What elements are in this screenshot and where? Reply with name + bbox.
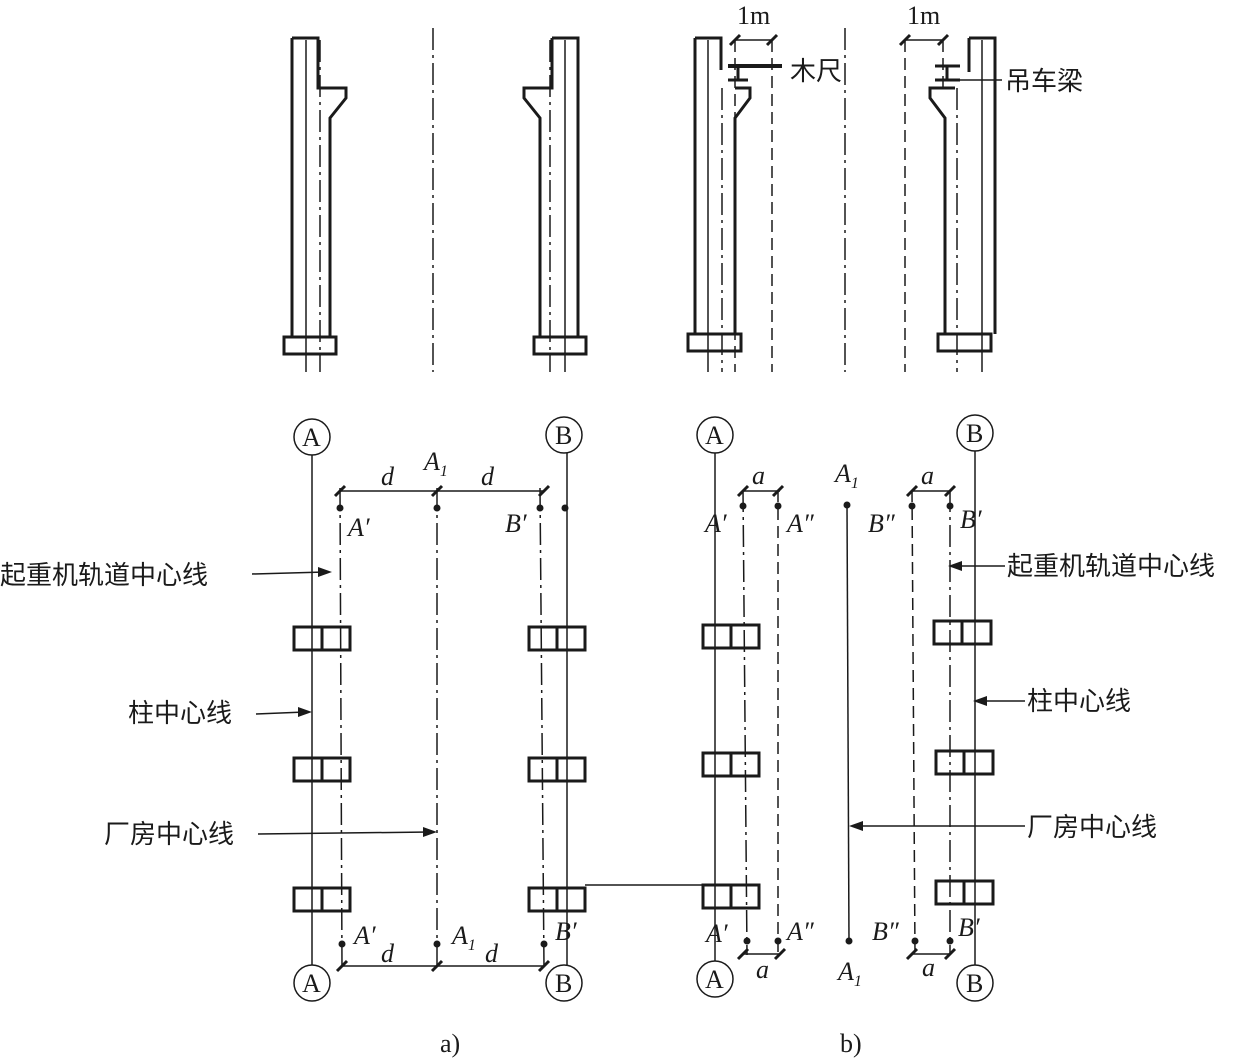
- dim-a-top-right: a: [921, 461, 934, 490]
- point-b-prime-top-b: B′: [960, 505, 982, 534]
- point-b-dprime-top-b: B″: [868, 509, 896, 538]
- dim-a-bottom-left: a: [756, 955, 769, 984]
- crane-beam-label: 吊车梁: [1005, 67, 1083, 97]
- plan-a: [292, 416, 702, 1002]
- plan-b: [696, 414, 995, 1002]
- ruler-dimension-right: 1m: [907, 1, 940, 30]
- axis-b-top-label: B: [555, 421, 572, 450]
- axis-b-top-label-b: B: [966, 419, 983, 448]
- axis-b-bottom-label: B: [555, 969, 572, 998]
- axis-a-bottom-label: A: [302, 969, 321, 998]
- column-centerline-label-right: 柱中心线: [1027, 687, 1131, 717]
- leader-lines: [251, 561, 1025, 837]
- point-a1-top-a: A1: [422, 447, 448, 480]
- point-a-prime-top-b: A′: [703, 509, 727, 538]
- column-elevation-b-right: [898, 33, 1002, 372]
- point-b-prime-bottom-a: B′: [555, 917, 577, 946]
- point-b-prime-top-a: B′: [505, 509, 527, 538]
- caption-a: a): [440, 1029, 460, 1058]
- column-elevation-a-right: [686, 33, 782, 372]
- point-b-prime-bottom-b: B′: [958, 913, 980, 942]
- building-centerline-label-right: 厂房中心线: [1027, 813, 1157, 843]
- dim-d-bottom-right: d: [485, 939, 499, 968]
- point-a1-top-b: A1: [833, 459, 859, 492]
- point-b-dprime-bottom-b: B″: [872, 917, 900, 946]
- column-elevation-b-left: [522, 36, 588, 372]
- dim-d-top-left: d: [381, 462, 395, 491]
- axis-a-bottom-label-b: A: [705, 965, 724, 994]
- dim-d-top-right: d: [481, 462, 495, 491]
- point-a1-bottom-b: A1: [836, 957, 862, 990]
- point-a-prime-bottom-b: A′: [704, 919, 728, 948]
- building-centerline-label-left: 厂房中心线: [104, 820, 234, 850]
- dim-d-bottom-left: d: [381, 939, 395, 968]
- point-a-prime-top-a: A′: [346, 513, 370, 542]
- point-a-dprime-top-b: A″: [785, 509, 815, 538]
- track-centerline-b: [539, 487, 545, 969]
- axis-b-bottom-label-b: B: [966, 969, 983, 998]
- column-centerline-label-left: 柱中心线: [128, 699, 232, 729]
- track-centerline-a: [339, 487, 343, 969]
- crane-beam-shape-right: [935, 64, 960, 82]
- building-centerline-b: [846, 504, 850, 944]
- point-a-prime-bottom-a: A′: [352, 921, 376, 950]
- dim-a-bottom-right: a: [922, 953, 935, 982]
- axis-a-top-label-b: A: [705, 421, 724, 450]
- caption-b: b): [840, 1029, 862, 1058]
- crane-beam-shape-left: [728, 64, 748, 82]
- ruler-dimension-left: 1m: [737, 1, 770, 30]
- column-elevation-a-left: [282, 36, 348, 372]
- crane-track-centerline-label-right: 起重机轨道中心线: [1007, 552, 1215, 582]
- dim-a-top-left: a: [752, 461, 765, 490]
- axis-a-top-label: A: [302, 423, 321, 452]
- point-a1-bottom-a: A1: [450, 921, 476, 954]
- wooden-ruler-label: 木尺: [790, 57, 842, 87]
- point-a-dprime-bottom-b: A″: [785, 917, 815, 946]
- crane-track-centerline-label-left: 起重机轨道中心线: [0, 561, 208, 591]
